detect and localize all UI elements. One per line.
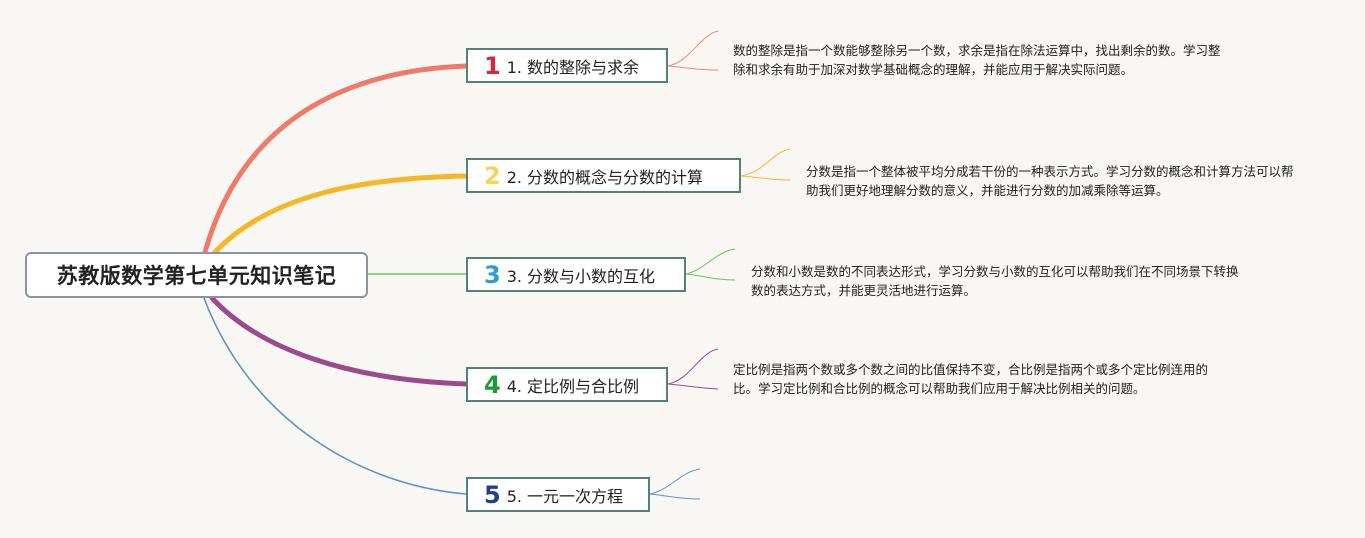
note-1: 数的整除是指一个数能够整除另一个数，求余是指在除法运算中，找出剩余的数。学习整除…: [733, 43, 1221, 77]
number-5-icon: 5: [484, 480, 501, 509]
branch-line-5: [203, 297, 467, 495]
number-3-icon: 3: [484, 260, 501, 289]
number-4-icon: 4: [484, 370, 501, 399]
branch-line-4: [209, 295, 469, 387]
note-connector-5: [649, 468, 701, 500]
topic-2[interactable]: 2 2. 分数的概念与分数的计算: [466, 158, 741, 193]
note-2: 分数是指一个整体被平均分成若干份的一种表示方式。学习分数的概念和计算方法可以帮助…: [806, 164, 1294, 198]
note-4: 定比例是指两个数或多个数之间的比值保持不变，合比例是指两个或多个定比例连用的比。…: [733, 362, 1209, 396]
topic-1[interactable]: 1 1. 数的整除与求余: [466, 48, 668, 83]
topic-5-label: 5. 一元一次方程: [506, 486, 624, 506]
topic-4[interactable]: 4 4. 定比例与合比例: [466, 367, 668, 402]
note-3: 分数和小数是数的不同表达形式，学习分数与小数的互化可以帮助我们在不同场景下转换数…: [751, 264, 1239, 298]
central-topic[interactable]: 苏教版数学第七单元知识笔记: [25, 252, 368, 298]
branch-line-1: [202, 63, 469, 255]
number-2-icon: 2: [484, 161, 501, 190]
topic-2-label: 2. 分数的概念与分数的计算: [506, 167, 704, 187]
topic-1-label: 1. 数的整除与求余: [506, 57, 640, 77]
note-connector-2: [740, 148, 791, 181]
topic-3[interactable]: 3 3. 分数与小数的互化: [466, 257, 686, 292]
note-connector-1: [667, 30, 719, 71]
note-connector-3: [685, 248, 736, 281]
central-topic-title: 苏教版数学第七单元知识笔记: [56, 264, 337, 288]
number-1-icon: 1: [484, 51, 501, 80]
topic-4-label: 4. 定比例与合比例: [506, 376, 640, 396]
topic-3-label: 3. 分数与小数的互化: [506, 266, 656, 286]
note-connector-4: [667, 348, 719, 390]
branch-line-2: [212, 173, 469, 255]
topic-5[interactable]: 5 5. 一元一次方程: [466, 477, 650, 512]
